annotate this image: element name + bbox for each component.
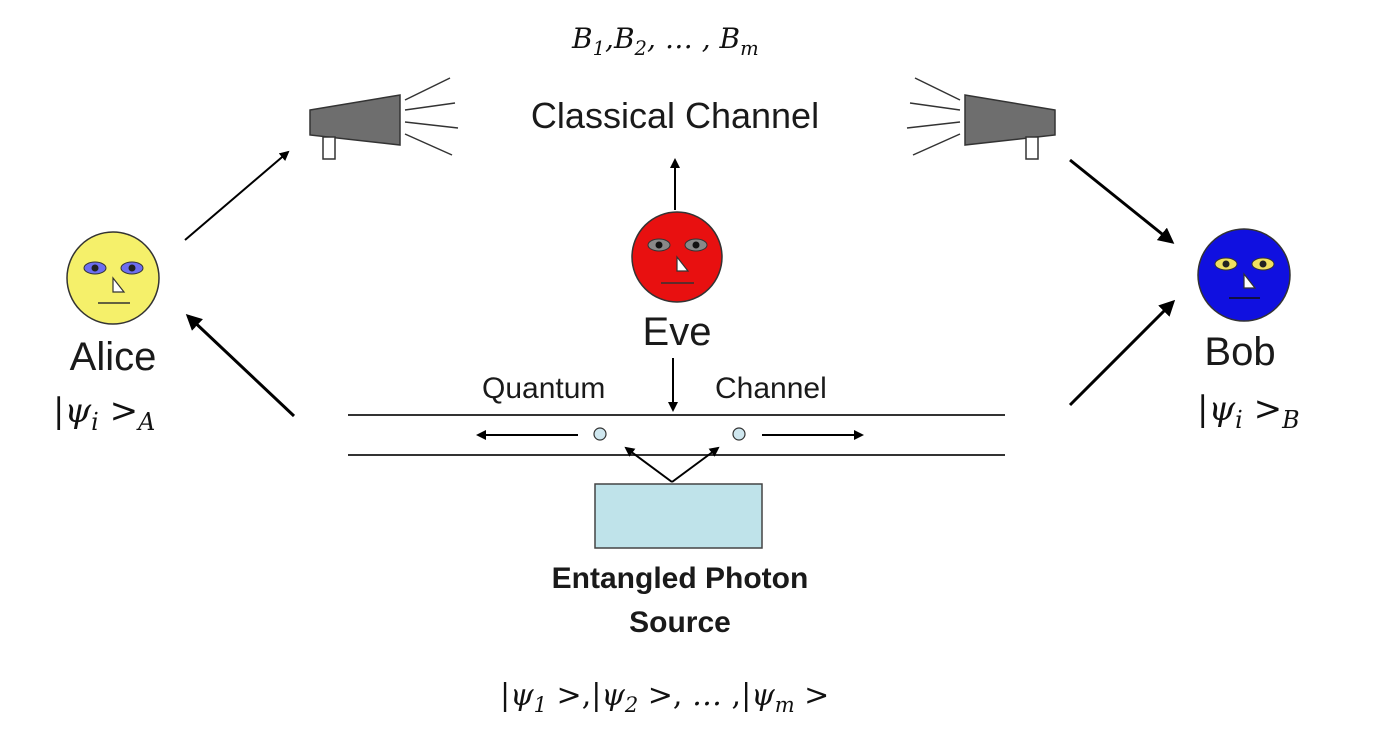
alice-state: |ψi >A xyxy=(53,391,155,436)
bob-face-icon xyxy=(1197,228,1291,322)
eve-face-icon xyxy=(631,211,723,303)
source-label-line1: Entangled Photon xyxy=(552,562,809,595)
eve-name: Eve xyxy=(643,310,712,354)
measurement-bases-label: B1,B2, … , Bm xyxy=(571,22,759,60)
right-megaphone-icon xyxy=(906,77,1056,160)
photon-left-icon xyxy=(593,427,607,441)
source-label-line2: Source xyxy=(629,606,731,639)
quantum-label: Quantum xyxy=(482,372,605,405)
quantum-to-bob-arrow xyxy=(1068,299,1176,407)
megaphone-to-bob-arrow xyxy=(1069,158,1175,244)
classical-channel-label: Classical Channel xyxy=(531,95,819,136)
alice-to-megaphone-arrow xyxy=(184,150,290,241)
bob-name: Bob xyxy=(1204,330,1275,374)
entangled-photon-source-box xyxy=(594,483,763,549)
channel-label: Channel xyxy=(715,372,827,405)
source-to-right-photon-arrow xyxy=(671,446,720,483)
bob-state: |ψi >B xyxy=(1197,389,1300,434)
photon-right-icon xyxy=(732,427,746,441)
quantum-to-alice-arrow xyxy=(185,313,296,418)
source-to-left-photon-arrow xyxy=(624,446,673,483)
alice-name: Alice xyxy=(70,335,157,379)
entangled-states-label: |ψ1 >,|ψ2 >, … ,|ψm > xyxy=(500,678,829,717)
alice-face-icon xyxy=(66,231,160,325)
left-megaphone-icon xyxy=(309,77,459,160)
